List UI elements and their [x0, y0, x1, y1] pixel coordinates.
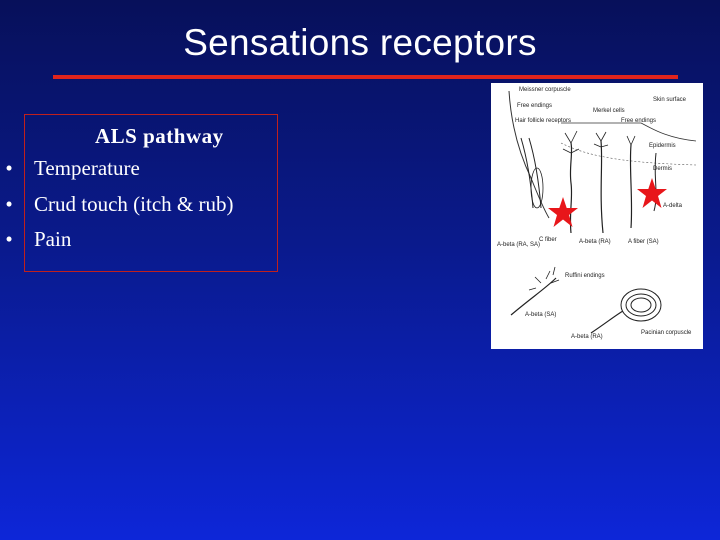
star-left-shape — [548, 197, 578, 227]
label-ruffini: Ruffini endings — [565, 273, 605, 279]
title-underline — [53, 75, 678, 79]
bullet-icon: • — [5, 227, 13, 251]
receptor-illustration: Meissner corpuscle Free endings Hair fol… — [497, 87, 697, 340]
label-a-beta-ra-sa: A-beta (RA, SA) — [497, 242, 540, 248]
label-free-endings-2: Free endings — [621, 118, 656, 124]
label-a-fiber-sa: A fiber (SA) — [628, 239, 659, 245]
bullet-icon: • — [5, 191, 13, 216]
label-hair-follicle: Hair follicle receptors — [515, 118, 571, 124]
label-meissner: Meissner corpuscle — [519, 87, 571, 93]
list-item: • Crud touch (itch & rub) — [4, 192, 233, 228]
label-a-beta-ra-2: A-beta (RA) — [571, 334, 603, 340]
box-heading: ALS pathway — [95, 124, 224, 148]
label-skin-surface: Skin surface — [653, 97, 687, 103]
label-a-beta-sa: A-beta (SA) — [525, 312, 556, 318]
star-icon — [548, 197, 578, 227]
skin-receptor-diagram: Meissner corpuscle Free endings Hair fol… — [491, 83, 703, 349]
label-a-beta-ra: A-beta (RA) — [579, 239, 611, 245]
slide-title: Sensations receptors — [183, 22, 537, 63]
bullet-list: • Temperature • Crud touch (itch & rub) … — [4, 156, 233, 263]
bullet-text: Pain — [34, 227, 72, 251]
bullet-text: Temperature — [34, 156, 140, 180]
label-epidermis: Epidermis — [649, 143, 676, 149]
star-right-shape — [637, 178, 667, 208]
star-icon — [637, 178, 667, 208]
label-a-delta: A-delta — [663, 203, 683, 209]
label-pacinian: Pacinian corpuscle — [641, 330, 692, 336]
label-free-endings: Free endings — [517, 103, 552, 109]
als-pathway-box — [24, 114, 278, 272]
bullet-icon: • — [5, 156, 13, 180]
label-c-fiber: C fiber — [539, 237, 557, 243]
list-item: • Temperature — [4, 156, 233, 192]
list-item: • Pain — [4, 227, 233, 263]
label-dermis: Dermis — [653, 166, 672, 172]
label-merkel: Merkel cells — [593, 108, 625, 114]
bullet-text: Crud touch (itch & rub) — [34, 191, 234, 216]
